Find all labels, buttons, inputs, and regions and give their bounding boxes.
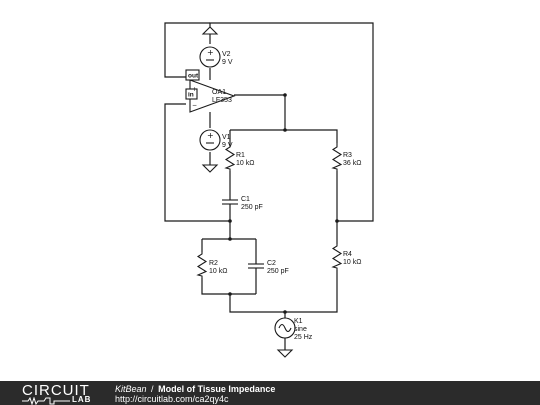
wire-parallel-bottom — [201, 278, 256, 295]
v1-value: 9 V — [222, 142, 233, 149]
ground-icon — [276, 349, 294, 358]
v2-supply-arrow-icon — [201, 26, 219, 35]
r1-resistor[interactable]: R1 10 kΩ — [224, 145, 254, 171]
v2-name: V2 — [222, 51, 231, 58]
k1-type: sine — [294, 326, 307, 333]
r3-resistor[interactable]: R3 36 kΩ — [331, 143, 361, 171]
r4-resistor-icon — [331, 244, 343, 270]
opamp-out-pin[interactable] — [185, 69, 200, 81]
v2-dc-source-icon — [199, 46, 221, 68]
v1-dc-source-icon — [199, 129, 221, 151]
wire-minus-feedback — [164, 103, 230, 222]
r2-resistor[interactable]: R2 10 kΩ — [196, 252, 227, 278]
r2-resistor-icon — [196, 252, 208, 278]
oa1-model: LF353 — [212, 97, 232, 104]
v2-value: 9 V — [222, 59, 233, 66]
r3-resistor-icon — [331, 143, 343, 171]
junction-dot — [228, 237, 232, 241]
r4-value: 10 kΩ — [343, 259, 361, 266]
circuitlab-logo[interactable]: CIRCUIT LAB — [22, 382, 102, 405]
logo-text-top: CIRCUIT — [22, 382, 90, 399]
c2-name: C2 — [267, 260, 276, 267]
junction-dot — [283, 128, 287, 132]
wire-bottom-bus — [229, 270, 338, 313]
junction-dot — [228, 219, 232, 223]
schematic-canvas: + V2 9 V out in + − OA1 LF353 + V1 9 V — [164, 22, 374, 358]
wire-top-loop — [209, 22, 374, 222]
r2-value: 10 kΩ — [209, 268, 227, 275]
c1-name: C1 — [241, 196, 250, 203]
c2-value: 250 pF — [267, 268, 289, 275]
wire-top-bus — [230, 129, 338, 143]
v1-name: V1 — [222, 134, 231, 141]
footer-bar: CIRCUIT LAB KitBean / Model of Tissue Im… — [0, 381, 540, 405]
v1-source[interactable]: + V1 9 V — [199, 129, 233, 173]
junction-dot — [228, 292, 232, 296]
k1-name: K1 — [294, 318, 303, 325]
r1-name: R1 — [236, 152, 245, 159]
junction-dot — [335, 219, 339, 223]
r3-value: 36 kΩ — [343, 160, 361, 167]
sine-wave-glyph — [278, 323, 292, 333]
k1-source[interactable]: K1 sine 25 Hz — [274, 317, 313, 358]
footer-title-line: KitBean / Model of Tissue Impedance — [115, 384, 275, 394]
v2-plus-sign: + — [207, 48, 214, 57]
opamp-minus-pin-label: − — [192, 102, 197, 109]
logo-waveform-icon — [22, 397, 70, 405]
v1-plus-sign: + — [207, 131, 214, 140]
r4-resistor[interactable]: R4 10 kΩ — [331, 244, 361, 270]
opamp-out-label: out — [188, 73, 199, 80]
r1-value: 10 kΩ — [236, 160, 254, 167]
breadcrumb-separator: / — [151, 384, 154, 394]
c2-capacitor[interactable]: C2 250 pF — [248, 260, 289, 275]
opamp-in-label: in — [188, 92, 194, 99]
circuit-url-link[interactable]: http://circuitlab.com/ca2qy4c — [115, 394, 229, 404]
junction-dot — [283, 93, 287, 97]
wire-out-feedback — [164, 22, 210, 78]
r3-name: R3 — [343, 152, 352, 159]
junction-dot — [283, 310, 287, 314]
c1-capacitor[interactable]: C1 250 pF — [222, 196, 263, 211]
c1-value: 250 pF — [241, 204, 263, 211]
circuit-title[interactable]: Model of Tissue Impedance — [158, 384, 276, 394]
wire-opamp-output — [234, 94, 286, 130]
author-link[interactable]: KitBean — [115, 384, 147, 394]
oa1-name: OA1 — [212, 89, 226, 96]
opamp-in-pin[interactable] — [185, 88, 198, 100]
v2-source[interactable]: + V2 9 V — [199, 26, 233, 68]
oa1-opamp[interactable]: out in + − OA1 LF353 — [185, 69, 236, 113]
r2-name: R2 — [209, 260, 218, 267]
logo-text-bottom: LAB — [72, 395, 92, 404]
opamp-plus-pin-label: + — [192, 86, 197, 93]
r1-resistor-icon — [224, 145, 236, 171]
k1-value: 25 Hz — [294, 334, 313, 341]
r4-name: R4 — [343, 251, 352, 258]
ground-icon — [201, 164, 219, 173]
junctions — [228, 93, 339, 314]
